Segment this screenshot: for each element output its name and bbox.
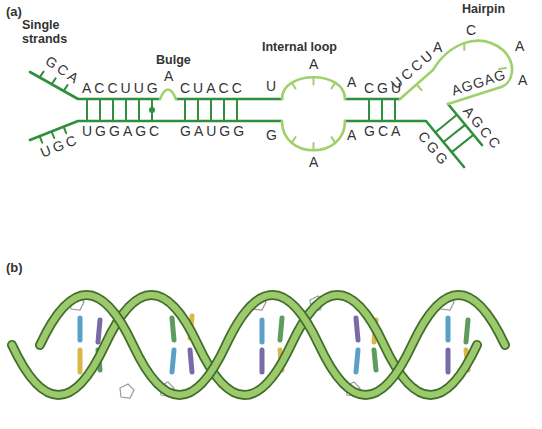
backbone-strand: [30, 72, 160, 99]
nucleotide: C: [466, 22, 476, 38]
base-pair: [138, 99, 140, 121]
region-label: Single strands: [22, 18, 84, 47]
base-stick: [260, 350, 265, 372]
ribose-ring: [120, 384, 134, 398]
base-stick: [356, 350, 358, 372]
base-stick: [98, 320, 100, 342]
base-pair: [381, 99, 383, 121]
nucleotide-run: ACCUUG: [82, 80, 161, 96]
base-pair: [236, 99, 238, 121]
panel-label: (b): [6, 261, 23, 276]
base-tick: [332, 83, 336, 89]
nucleotide: A: [515, 38, 524, 54]
loops: [160, 41, 512, 151]
base-pair: [394, 99, 396, 121]
base-tick: [313, 143, 315, 150]
nucleotide: A: [164, 68, 173, 84]
nucleotide-run: GCA: [42, 52, 84, 88]
base-stick: [78, 318, 83, 340]
base-pair: [210, 99, 212, 121]
base-pairs: [40, 72, 474, 153]
nucleotide-run: AGCC: [460, 103, 506, 154]
nucleotide-run: CGG: [415, 128, 453, 170]
internal-loop: [282, 121, 345, 150]
base-pair: [444, 125, 466, 142]
base-tick: [332, 137, 336, 143]
nucleotide: A: [518, 72, 527, 88]
base-stick: [466, 320, 468, 342]
backbone-strand: [176, 98, 282, 101]
nucleotide-run: UGGAGC: [82, 123, 162, 139]
base-pair: [223, 99, 225, 121]
bulge-loop: [160, 90, 176, 100]
backbone-tube: [40, 295, 505, 395]
nucleotide: A: [309, 56, 318, 72]
base-stick: [260, 320, 265, 342]
base-tick: [313, 77, 315, 84]
nucleotide-run: UCCU: [388, 46, 438, 93]
base-pair: [435, 115, 457, 133]
nucleotide-run: CUACC: [180, 80, 245, 96]
base-pair: [184, 99, 186, 121]
nucleotide: A: [347, 127, 356, 143]
wobble-dot: [149, 107, 155, 113]
base-pair: [368, 99, 370, 121]
base-stick: [172, 350, 174, 372]
base-pair: [197, 99, 199, 121]
base-stick: [356, 318, 358, 340]
base-stick: [172, 318, 174, 340]
base-stick: [446, 350, 451, 372]
panel-label: (a): [6, 5, 22, 20]
base-tick: [417, 85, 422, 91]
region-label: Hairpin: [462, 2, 505, 16]
region-label: Internal loop: [262, 40, 337, 54]
base-tick: [463, 43, 465, 50]
nucleotide-run: UGC: [38, 131, 81, 161]
internal-loop: [282, 77, 345, 99]
base-pair: [125, 99, 127, 121]
region-label: Bulge: [156, 53, 191, 67]
nucleotide-run: GCA: [364, 123, 403, 139]
nucleotide-run: GAUGG: [180, 123, 247, 139]
base-pair: [99, 99, 101, 121]
base-stick: [374, 350, 376, 370]
base-pair: [112, 99, 114, 121]
base-stick: [190, 350, 192, 372]
nucleotide: U: [266, 78, 276, 94]
base-tick: [292, 137, 296, 143]
base-stick: [280, 318, 282, 340]
nucleotide: G: [266, 127, 277, 143]
nucleotide: A: [309, 154, 318, 170]
nucleotide: A: [347, 74, 356, 90]
base-pair: [86, 99, 88, 121]
base-stick: [78, 350, 83, 372]
helix-model: [12, 295, 505, 398]
base-stick: [446, 318, 451, 340]
nucleotide-run: AGGAG: [450, 66, 509, 99]
nucleotide: A: [433, 39, 442, 55]
base-pair: [452, 135, 474, 152]
base-tick: [292, 83, 296, 89]
backbone-tube-outline: [40, 295, 505, 395]
loop-ticks: [292, 43, 506, 150]
backbone-strand: [345, 98, 400, 101]
backbone-tubes: [12, 295, 505, 395]
